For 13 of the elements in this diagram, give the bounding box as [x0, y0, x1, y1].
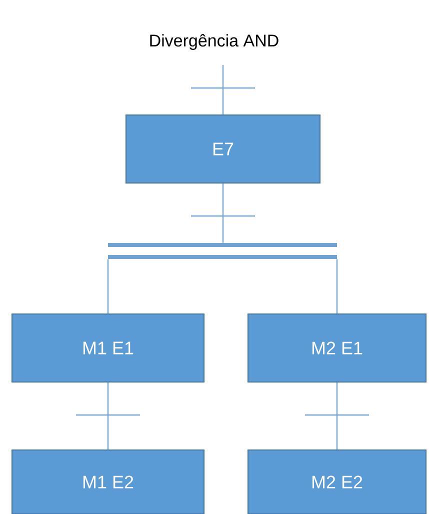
- connector-line: [336, 259, 338, 314]
- step-box: M1 E1: [12, 314, 204, 382]
- step-box: M1 E2: [12, 450, 204, 514]
- parallel-bar: [108, 243, 337, 259]
- connector-line: [336, 382, 338, 450]
- connector-line: [222, 65, 224, 114]
- step-box: M2 E1: [248, 314, 426, 382]
- connector-line: [107, 259, 109, 314]
- connector-line: [222, 184, 224, 243]
- connector-line: [107, 382, 109, 450]
- step-box: E7: [126, 114, 320, 184]
- title: Divergência AND: [150, 34, 278, 50]
- step-box: M2 E2: [248, 450, 426, 514]
